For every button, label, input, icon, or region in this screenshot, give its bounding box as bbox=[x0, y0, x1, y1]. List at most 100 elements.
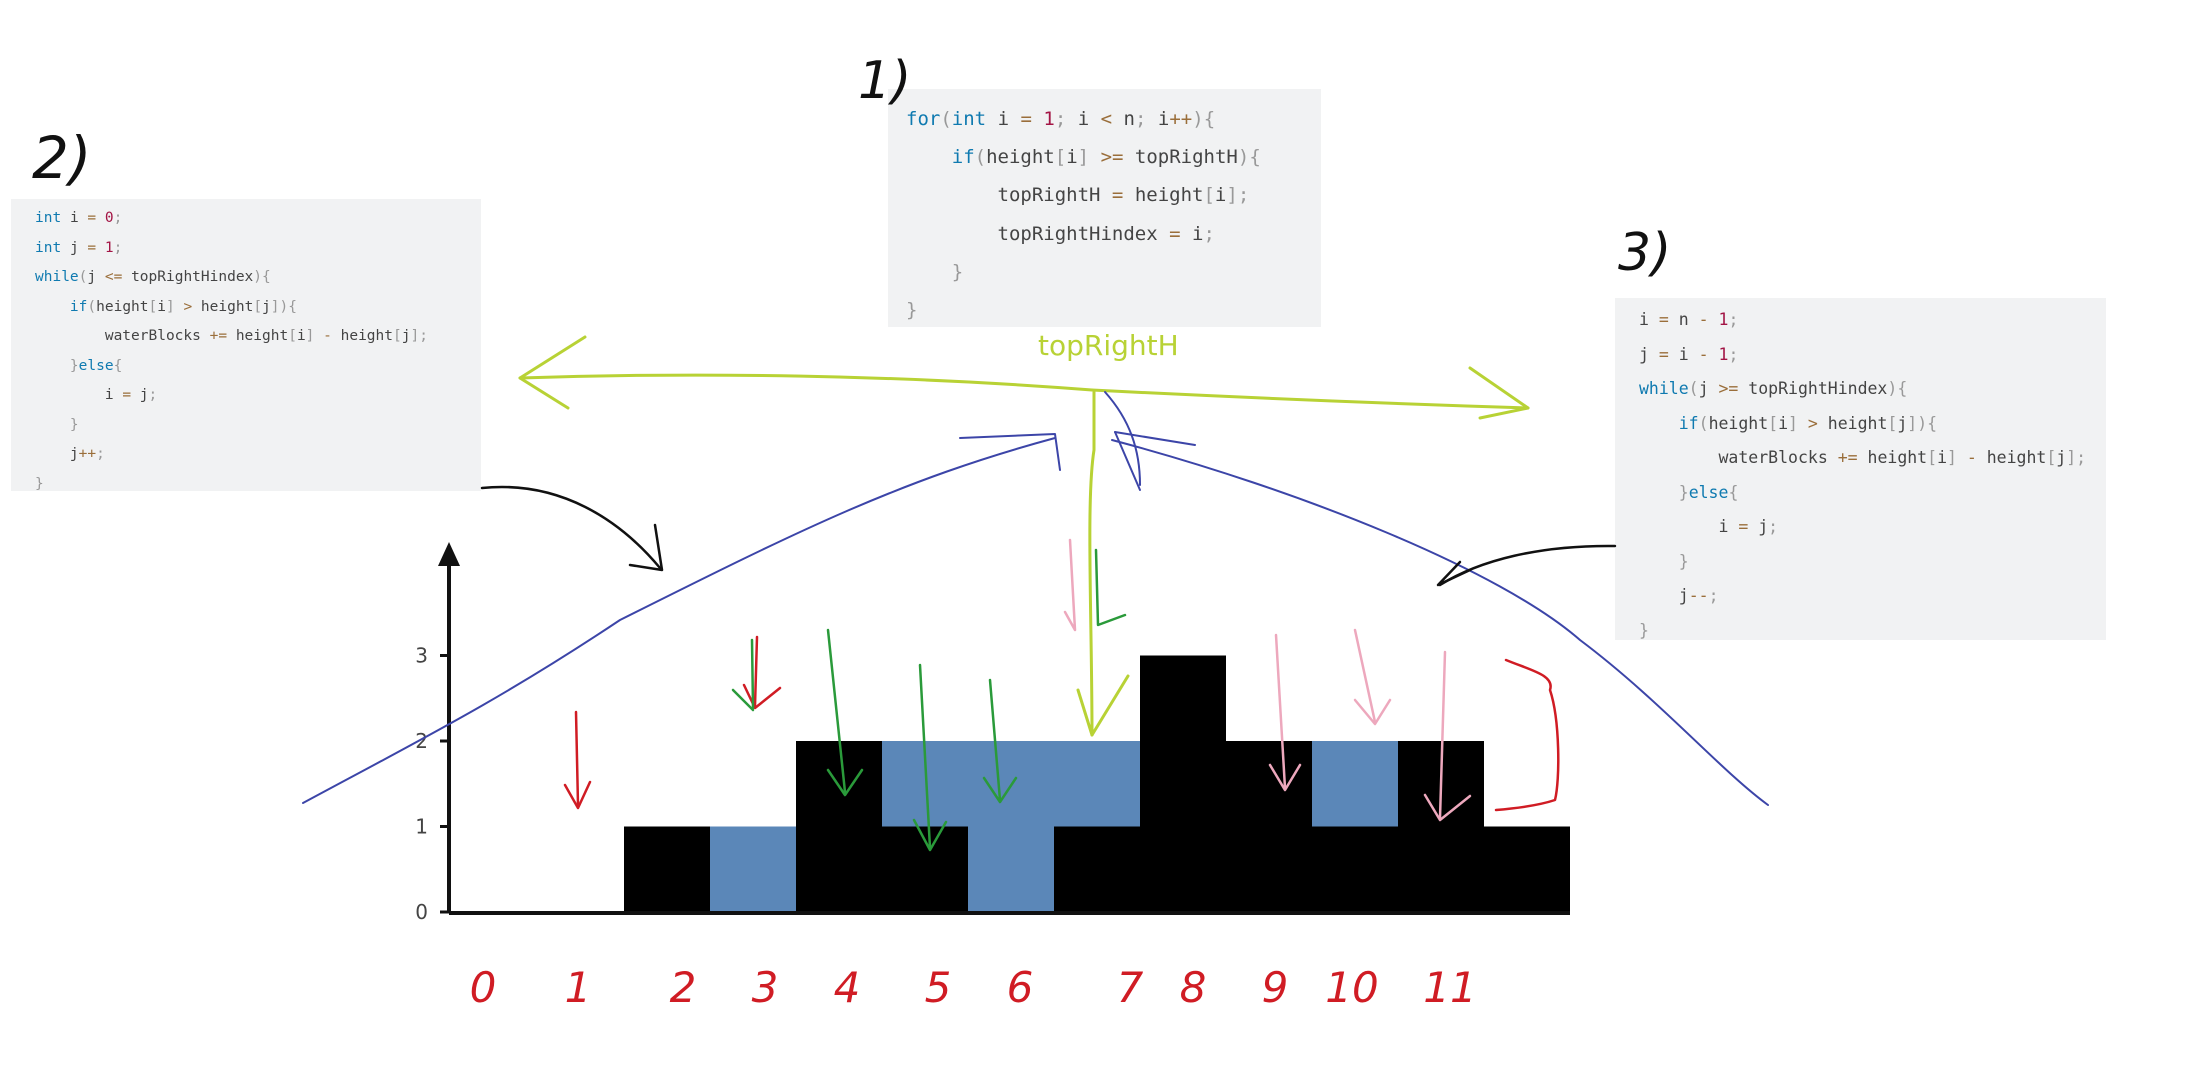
red-arrow-3-head bbox=[742, 683, 782, 710]
section-label-3: 3) bbox=[1618, 223, 1671, 283]
x-hand-label-8: 8 bbox=[1180, 963, 1207, 1012]
pink-arrow-11-head bbox=[1423, 793, 1472, 822]
code-left-pass-line: int i = 0; bbox=[35, 210, 123, 226]
blue-curves bbox=[302, 391, 1769, 806]
code-left-pass-line: if(height[i] > height[j]){ bbox=[69, 298, 297, 315]
green-arrow-3 bbox=[750, 638, 755, 710]
left-curve-head bbox=[959, 433, 1061, 471]
y-tick-label-0: 0 bbox=[415, 900, 428, 924]
green-arrow-6-head bbox=[982, 776, 1018, 804]
x-hand-label-2: 2 bbox=[670, 963, 697, 1012]
arrow-from-right-code-head bbox=[1436, 560, 1472, 587]
x-hand-label-11: 11 bbox=[1423, 963, 1476, 1012]
red-arrow-1-head bbox=[563, 780, 592, 810]
code-left-pass-line: } bbox=[69, 416, 79, 433]
code-block-left-pass: int i = 0; int j = 1; while(j <= topRightH… bbox=[11, 199, 481, 492]
green-arrow-4 bbox=[826, 628, 847, 794]
left-arrow-shaft bbox=[518, 373, 1094, 392]
code-find-max-line: if(height[i] >= topRightH){ bbox=[951, 146, 1261, 169]
x-hand-label-0: 0 bbox=[470, 963, 497, 1012]
code-right-pass-line: }else{ bbox=[1678, 482, 1739, 502]
code-left-pass-line: i = j; bbox=[104, 387, 158, 403]
bar-3 bbox=[796, 741, 882, 912]
code-block-right-pass: i = n - 1; j = i - 1; while(j >= topRightH… bbox=[1615, 298, 2106, 640]
bar-6 bbox=[1054, 826, 1140, 912]
right-curve-head bbox=[1114, 431, 1141, 491]
bar-7 bbox=[1140, 655, 1226, 912]
code-right-pass-line: j--; bbox=[1678, 586, 1719, 605]
left-trend-curve bbox=[302, 437, 1056, 804]
green-arrows bbox=[731, 548, 1127, 852]
code-left-pass-line: waterBlocks += height[i] - height[j]; bbox=[104, 328, 428, 344]
pink-arrow-7 bbox=[1063, 538, 1077, 632]
code-left-pass-line: int j = 1; bbox=[35, 239, 123, 256]
red-arrow-1 bbox=[574, 710, 580, 807]
code-right-pass-line: while(j >= topRightHindex){ bbox=[1639, 379, 1908, 398]
y-tick-label-2: 2 bbox=[415, 729, 428, 753]
x-hand-label-1: 1 bbox=[565, 963, 592, 1012]
code-find-max-line: for(int i = 1; i < n; i++){ bbox=[906, 108, 1216, 130]
left-arrow-head bbox=[518, 335, 587, 410]
code-right-pass-line: i = j; bbox=[1718, 517, 1779, 536]
code-left-pass-line: j++; bbox=[69, 446, 105, 462]
lime-arrows bbox=[518, 335, 1530, 737]
right-arrow-shaft bbox=[1090, 388, 1530, 410]
bar-11 bbox=[1484, 826, 1570, 912]
code-block-find-max: for(int i = 1; i < n; i++){ if(height[i]… bbox=[888, 89, 1321, 327]
arrow-from-right-code bbox=[1438, 544, 1617, 587]
code-right-pass-line: } bbox=[1639, 620, 1649, 640]
bar-9 bbox=[1312, 826, 1398, 912]
red-annotations bbox=[563, 635, 1560, 812]
right-trend-curve bbox=[1111, 439, 1769, 806]
code-right-pass-line: if(height[i] > height[j]){ bbox=[1678, 413, 1938, 433]
water-6 bbox=[1054, 741, 1140, 827]
right-curve-head-2 bbox=[1114, 431, 1196, 446]
code-find-max-line: } bbox=[906, 299, 918, 322]
x-hand-label-3: 3 bbox=[752, 963, 779, 1012]
section-label-1: 1) bbox=[858, 51, 911, 111]
pink-arrow-10 bbox=[1353, 628, 1377, 724]
water-5 bbox=[968, 741, 1054, 912]
code-right-pass-line: j = i - 1; bbox=[1639, 344, 1739, 364]
code-find-max-line: } bbox=[951, 260, 964, 283]
water-9 bbox=[1312, 741, 1398, 827]
code-find-max-line: topRightHindex = i; bbox=[997, 222, 1215, 245]
arrow-from-left-code bbox=[480, 485, 662, 570]
green-arrow-5-head bbox=[912, 818, 948, 852]
top-right-h-label: topRightH bbox=[1038, 329, 1179, 362]
x-hand-label-10: 10 bbox=[1325, 963, 1378, 1012]
pink-arrows bbox=[1063, 538, 1472, 822]
green-arrow-7 bbox=[1094, 548, 1127, 627]
right-curve-start bbox=[1104, 391, 1141, 486]
bar-1 bbox=[624, 826, 710, 912]
red-arrow-3 bbox=[753, 635, 759, 708]
pink-arrow-11 bbox=[1438, 650, 1447, 820]
y-axis-arrowhead bbox=[438, 542, 460, 566]
y-tick-label-1: 1 bbox=[415, 815, 428, 839]
x-hand-label-5: 5 bbox=[925, 963, 952, 1012]
x-hand-label-4: 4 bbox=[834, 963, 861, 1012]
code-find-max-line: topRightH = height[i]; bbox=[997, 184, 1250, 207]
code-right-pass-line: i = n - 1; bbox=[1639, 310, 1739, 329]
x-hand-label-7: 7 bbox=[1117, 963, 1144, 1012]
green-arrow-4-head bbox=[826, 768, 864, 797]
down-arrow-head bbox=[1076, 674, 1130, 737]
down-arrow-shaft bbox=[1088, 390, 1096, 737]
arrow-from-left-code-head bbox=[628, 523, 664, 572]
pink-arrow-9 bbox=[1274, 633, 1287, 790]
x-hand-label-9: 9 bbox=[1262, 963, 1289, 1012]
pink-arrow-10-head bbox=[1353, 698, 1392, 726]
green-arrow-5 bbox=[918, 663, 932, 850]
black-arrows bbox=[480, 485, 1617, 587]
red-bracket bbox=[1494, 658, 1560, 812]
right-arrow-head bbox=[1468, 366, 1530, 420]
code-left-pass-line: } bbox=[35, 475, 44, 492]
section-label-2: 2) bbox=[32, 124, 92, 192]
code-left-pass-line: }else{ bbox=[69, 357, 123, 374]
x-hand-label-6: 6 bbox=[1007, 963, 1034, 1012]
code-right-pass-line: } bbox=[1678, 551, 1689, 571]
code-left-pass-line: while(j <= topRightHindex){ bbox=[35, 269, 271, 285]
green-arrow-3-head bbox=[731, 688, 755, 712]
